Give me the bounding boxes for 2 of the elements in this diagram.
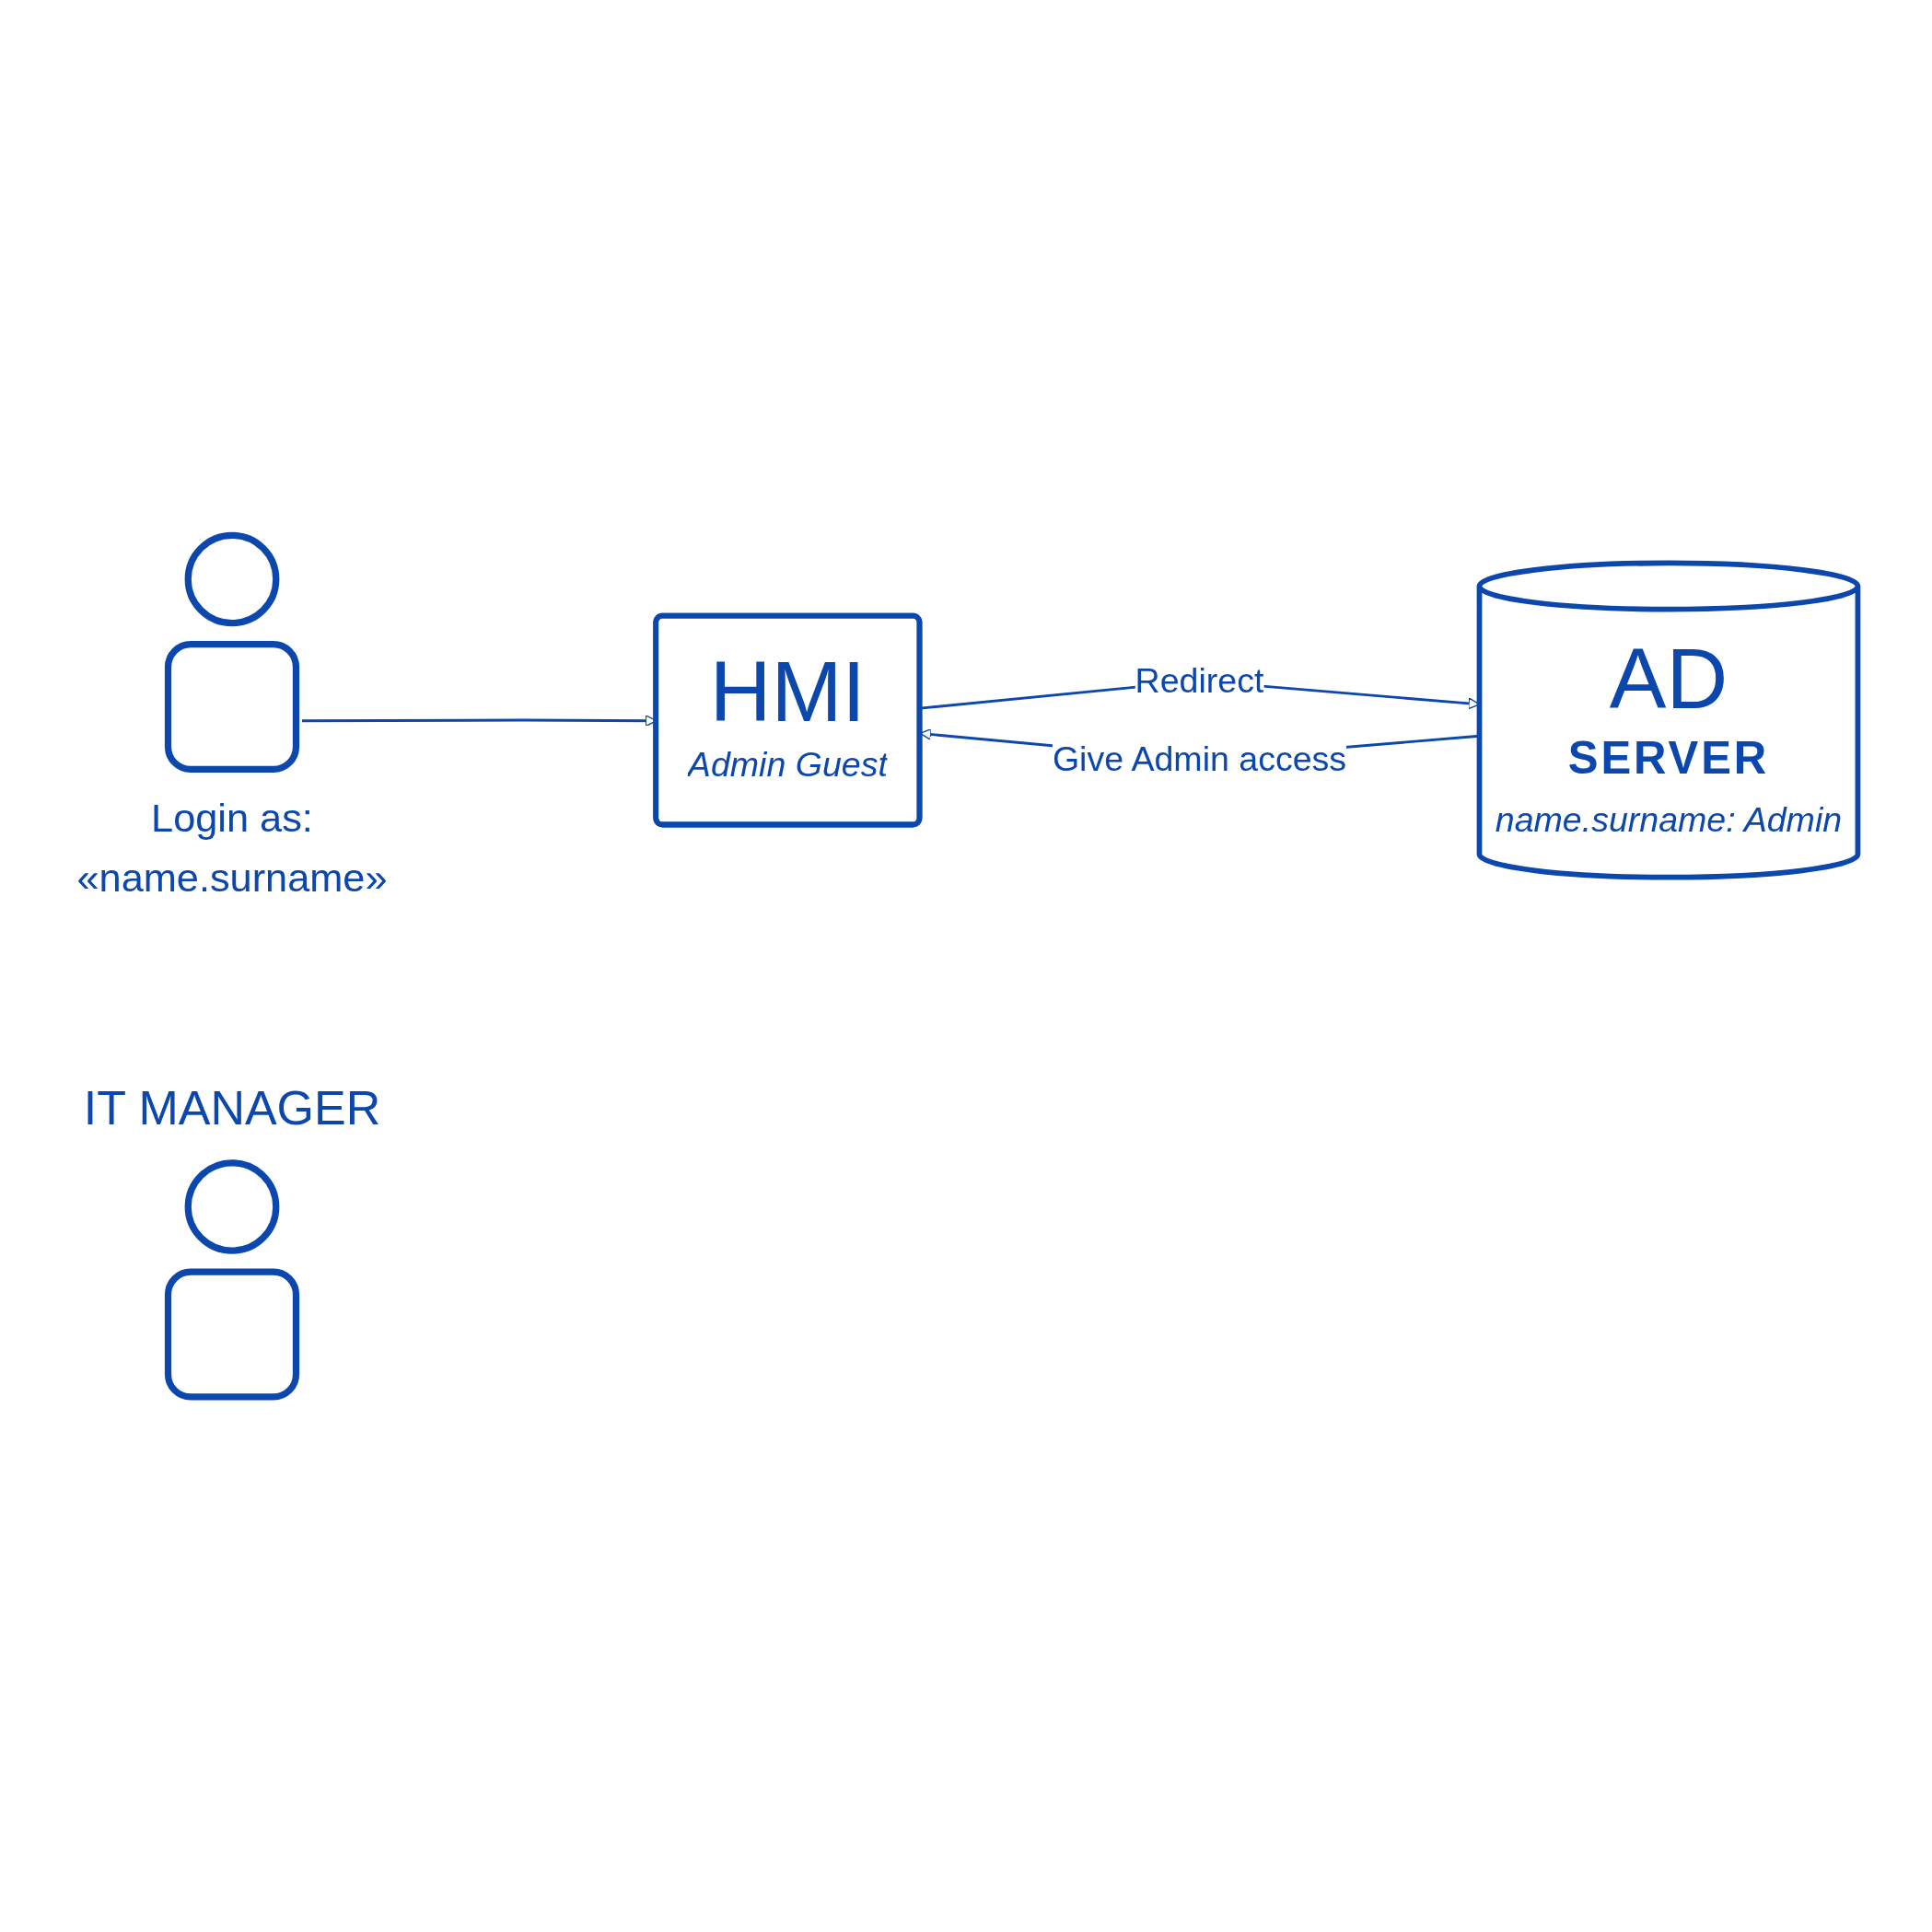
edge-label: Redirect xyxy=(1135,659,1264,701)
edge-label: Give Admin access xyxy=(1052,739,1347,779)
